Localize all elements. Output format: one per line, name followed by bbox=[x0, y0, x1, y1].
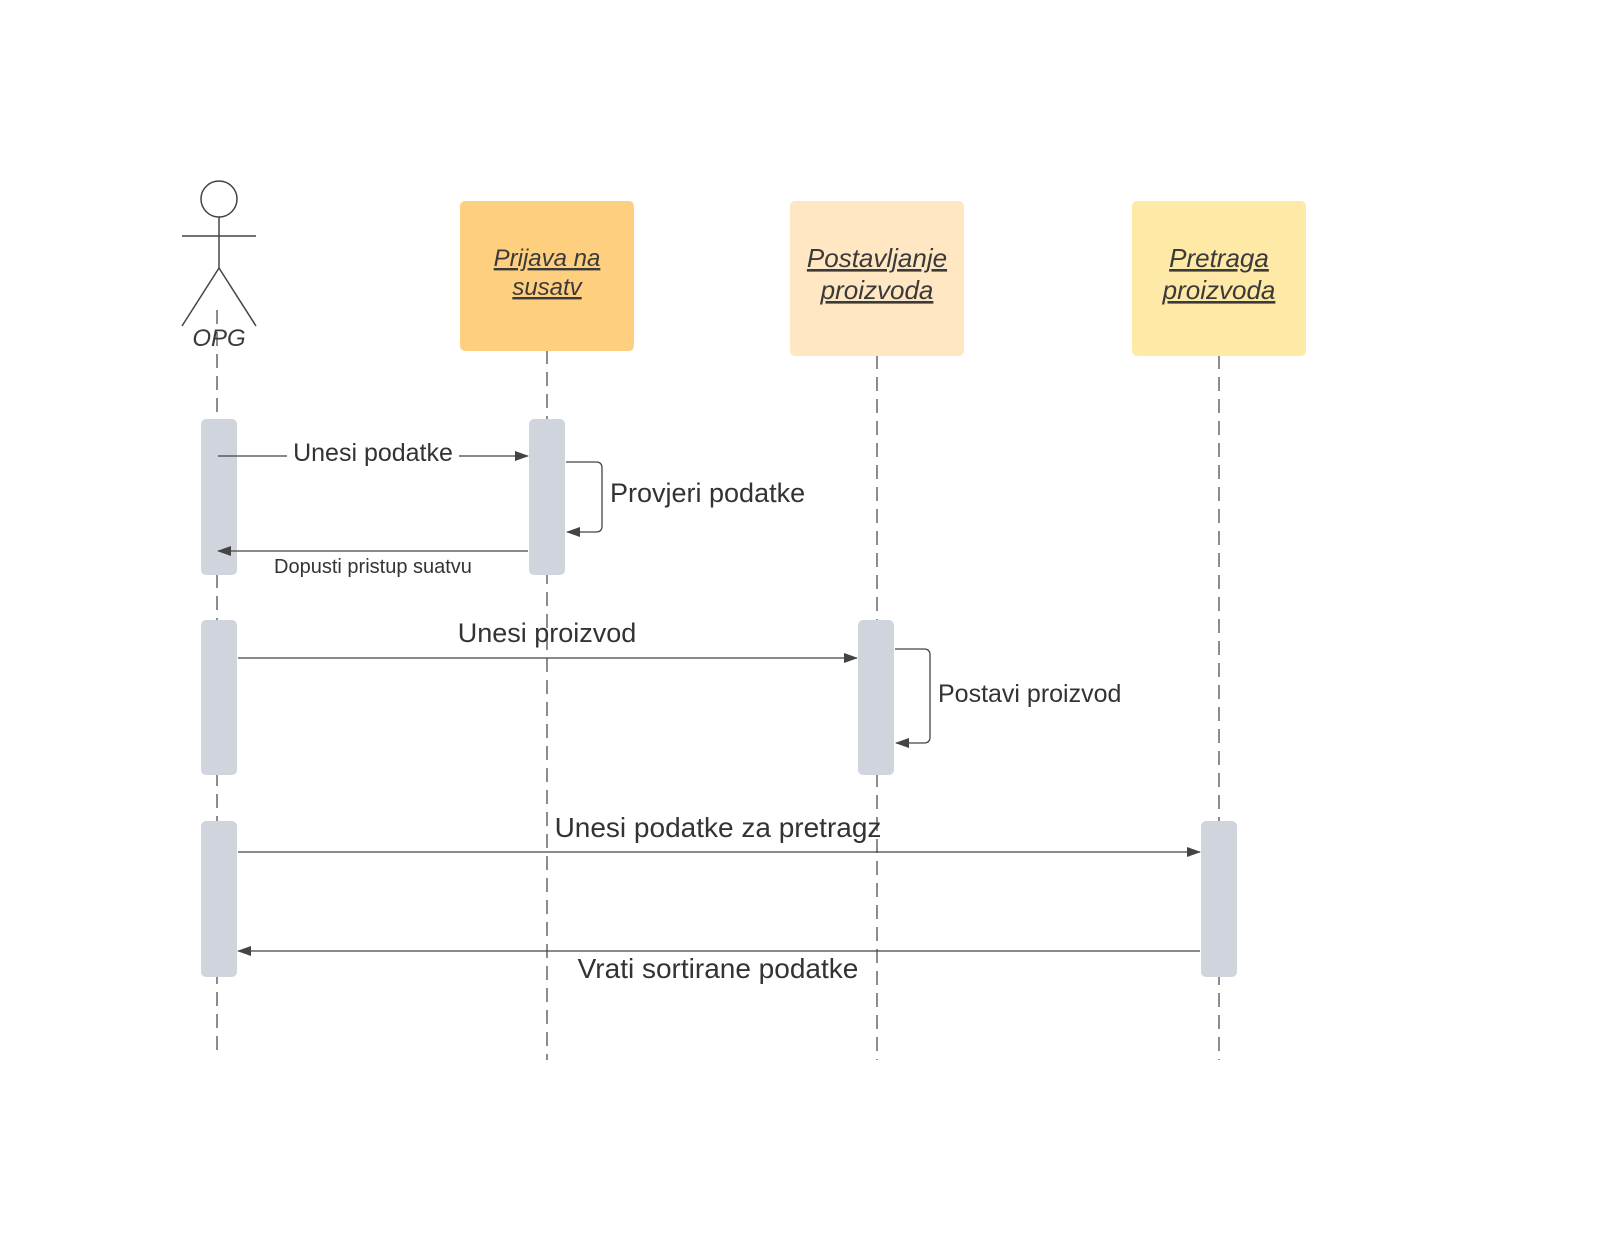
message-unesi-proizvod[interactable]: Unesi proizvod bbox=[238, 618, 858, 663]
message-unesi-podatke-za-pretragz[interactable]: Unesi podatke za pretragz bbox=[238, 812, 1201, 857]
message-label: Unesi podatke za pretragz bbox=[555, 812, 882, 843]
participant-box bbox=[790, 201, 964, 356]
message-label: Unesi podatke bbox=[293, 439, 453, 467]
self-arrow bbox=[566, 461, 603, 537]
message-label: Vrati sortirane podatke bbox=[578, 953, 859, 984]
participant-label-line1: Prijava na bbox=[494, 245, 601, 272]
actor-name: OPG bbox=[192, 325, 245, 352]
activation-opg-1 bbox=[201, 419, 237, 575]
actor-head bbox=[200, 180, 238, 218]
participant-label-line2: susatv bbox=[512, 274, 583, 301]
actor-left-leg bbox=[181, 267, 220, 327]
label-background bbox=[287, 438, 459, 468]
participant-prijava[interactable]: Prijava na susatv bbox=[460, 201, 634, 351]
message-postavi-proizvod[interactable]: Postavi proizvod bbox=[895, 648, 1121, 748]
activation-postavljanje bbox=[858, 620, 894, 775]
participant-label-line1: Postavljanje bbox=[807, 243, 947, 273]
actor-right-leg bbox=[218, 267, 257, 327]
self-arrow bbox=[895, 648, 931, 748]
message-dopusti-pristup[interactable]: Dopusti pristup suatvu bbox=[217, 546, 528, 578]
message-provjeri-podatke[interactable]: Provjeri podatke bbox=[566, 461, 805, 537]
actor-opg[interactable]: OPG bbox=[181, 180, 257, 352]
activation-pretraga bbox=[1201, 821, 1237, 977]
participant-box bbox=[460, 201, 634, 351]
participant-pretraga[interactable]: Pretraga proizvoda bbox=[1132, 201, 1306, 356]
message-unesi-podatke[interactable]: Unesi podatke bbox=[218, 438, 529, 468]
participant-label-line2: proizvoda bbox=[820, 275, 934, 305]
participant-label-line2: proizvoda bbox=[1162, 275, 1276, 305]
message-label: Dopusti pristup suatvu bbox=[274, 556, 472, 578]
activation-opg-2 bbox=[201, 620, 237, 775]
message-label: Unesi proizvod bbox=[458, 618, 637, 648]
participant-postavljanje[interactable]: Postavljanje proizvoda bbox=[790, 201, 964, 356]
message-label: Provjeri podatke bbox=[610, 478, 805, 508]
participant-label-line1: Pretraga bbox=[1169, 243, 1269, 273]
activation-prijava bbox=[529, 419, 565, 575]
activation-opg-3 bbox=[201, 821, 237, 977]
participant-box bbox=[1132, 201, 1306, 356]
message-vrati-sortirane-podatke[interactable]: Vrati sortirane podatke bbox=[237, 946, 1200, 984]
message-label: Postavi proizvod bbox=[938, 680, 1121, 708]
